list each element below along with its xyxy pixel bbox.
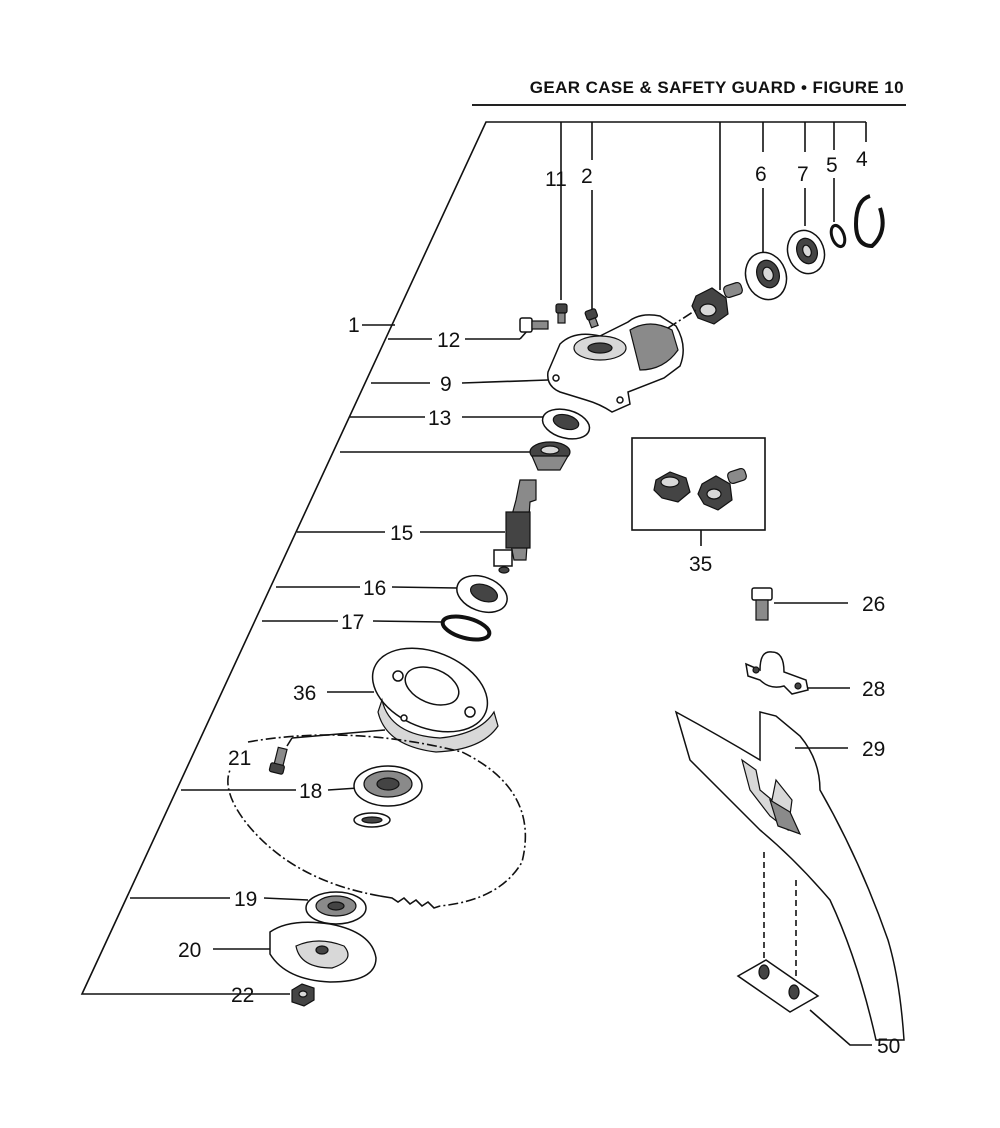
callout-5: 5 (826, 154, 838, 177)
callout-29: 29 (862, 738, 885, 761)
shaft-15 (493, 479, 537, 574)
callout-20: 20 (178, 939, 201, 962)
callout-28: 28 (862, 678, 885, 701)
bearing-13 (541, 408, 591, 440)
nut-22 (291, 983, 315, 1007)
figure-header: GEAR CASE & SAFETY GUARD • FIGURE 10 (472, 74, 906, 106)
callout-15: 15 (390, 522, 413, 545)
callout-35: 35 (689, 553, 712, 576)
guard-plate-20 (213, 921, 377, 983)
bearing-7 (786, 229, 826, 275)
bearing-6 (744, 251, 788, 301)
cup-washer-19 (305, 891, 367, 925)
bolt-12 (519, 317, 549, 333)
callout-2: 2 (581, 165, 593, 188)
bolt-21 (268, 746, 288, 775)
bolt-26 (751, 587, 848, 621)
callout-21: 21 (228, 747, 251, 770)
callout-6: 6 (755, 163, 767, 186)
callout-50: 50 (877, 1035, 900, 1058)
snap-ring-5 (829, 223, 847, 249)
pinion-gear-upper (691, 281, 743, 325)
safety-guard-29 (674, 710, 905, 1041)
callout-4: 4 (856, 148, 868, 171)
callout-12: 12 (437, 329, 460, 352)
bracket-plate-50 (736, 852, 872, 1046)
callout-16: 16 (363, 577, 386, 600)
screw-2 (584, 308, 599, 329)
figure-title: GEAR CASE & SAFETY GUARD • FIGURE 10 (529, 78, 904, 97)
callout-13: 13 (428, 407, 451, 430)
clamp-28 (745, 651, 850, 695)
bevel-gear (529, 441, 571, 471)
flange-washer-36 (286, 647, 499, 753)
assembly-bracket-1 (80, 121, 867, 995)
callout-19: 19 (234, 888, 257, 911)
screw-11 (555, 303, 568, 324)
gear-case-9 (547, 314, 684, 413)
blade-adapter-18 (353, 765, 423, 807)
callout-11: 11 (545, 168, 567, 191)
bearing-16 (456, 574, 508, 614)
callout-1: 1 (348, 314, 360, 337)
callout-22: 22 (231, 984, 254, 1007)
callout-18: 18 (299, 780, 322, 803)
callout-36: 36 (293, 682, 316, 705)
callout-17: 17 (341, 611, 364, 634)
callout-labels: 1 2 4 5 6 7 9 11 12 13 15 16 17 18 19 20… (178, 148, 900, 1058)
callout-26: 26 (862, 593, 885, 616)
gear-kit-box-35 (631, 437, 766, 546)
washer-17 (440, 614, 492, 642)
saw-blade (227, 734, 527, 909)
callout-9: 9 (440, 373, 452, 396)
snap-ring-4 (853, 194, 885, 249)
callout-7: 7 (797, 163, 809, 186)
